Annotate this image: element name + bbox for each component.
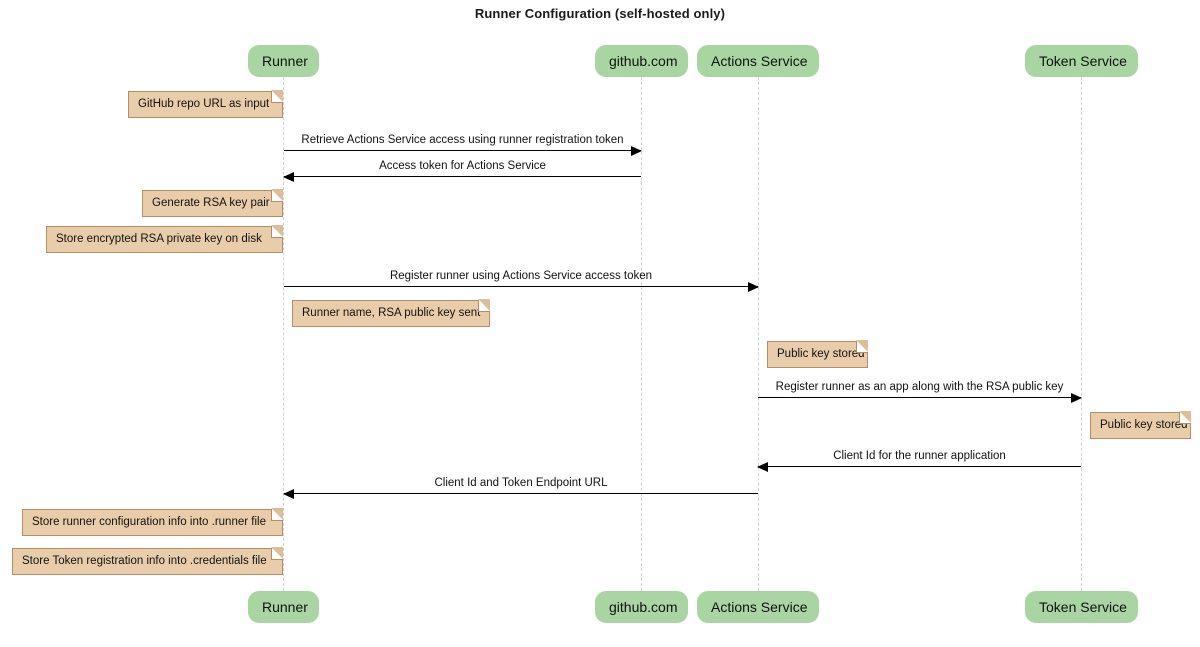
note-generate-rsa-key-pair: Generate RSA key pair: [142, 189, 283, 217]
note-github-repo-url: GitHub repo URL as input: [128, 90, 283, 118]
note-label: Runner name, RSA public key sent: [302, 307, 481, 319]
arrowhead-right-icon: [631, 146, 642, 156]
message-label-client-id-for-runner-application: Client Id for the runner application: [833, 450, 1006, 462]
note-fold-icon: [271, 189, 283, 202]
participant-token-service-bottom[interactable]: Token Service: [1025, 591, 1138, 623]
message-arrow-client-id-for-runner-application: [757, 462, 1081, 472]
message-arrow-register-runner: [284, 282, 759, 292]
note-runner-name-rsa-public-key-sent: Runner name, RSA public key sent: [292, 299, 490, 327]
arrowhead-left-icon: [283, 489, 294, 499]
lifeline-runner: [283, 77, 284, 591]
message-label-client-id-and-token-endpoint-url: Client Id and Token Endpoint URL: [434, 477, 608, 489]
participant-github-bottom[interactable]: github.com: [595, 591, 688, 623]
participant-github-top[interactable]: github.com: [595, 45, 688, 77]
note-label: Store runner configuration info into .ru…: [32, 516, 266, 528]
message-label-access-token-for-actions-service: Access token for Actions Service: [379, 160, 546, 172]
participant-token-service-top[interactable]: Token Service: [1025, 45, 1138, 77]
message-arrow-retrieve-actions-service-access: [284, 146, 642, 156]
note-store-runner-configuration: Store runner configuration info into .ru…: [22, 508, 283, 536]
arrowhead-right-icon: [748, 282, 759, 292]
message-label-retrieve-actions-service-access: Retrieve Actions Service access using ru…: [301, 134, 624, 146]
message-label-register-runner-as-app: Register runner as an app along with the…: [775, 381, 1064, 393]
lifeline-actions-service: [758, 77, 759, 591]
note-label: GitHub repo URL as input: [138, 98, 270, 110]
participant-actions-service-top[interactable]: Actions Service: [697, 45, 819, 77]
message-arrow-client-id-and-token-endpoint-url: [283, 489, 758, 499]
note-fold-icon: [271, 225, 283, 238]
note-fold-icon: [271, 508, 283, 521]
note-store-token-registration: Store Token registration info into .cred…: [12, 547, 283, 575]
diagram-title: Runner Configuration (self-hosted only): [474, 6, 726, 21]
participant-runner-top[interactable]: Runner: [248, 45, 319, 77]
note-label: Store Token registration info into .cred…: [22, 555, 267, 567]
lifeline-github: [641, 77, 642, 591]
arrowhead-right-icon: [1071, 393, 1082, 403]
participant-runner-bottom[interactable]: Runner: [248, 591, 319, 623]
message-label-register-runner: Register runner using Actions Service ac…: [389, 270, 653, 282]
note-label: Generate RSA key pair: [152, 197, 270, 209]
message-arrow-access-token-for-actions-service: [283, 172, 641, 182]
note-fold-icon: [1179, 411, 1191, 424]
note-public-key-stored-token: Public key stored: [1090, 411, 1191, 439]
note-public-key-stored-actions: Public key stored: [767, 340, 868, 368]
note-fold-icon: [271, 90, 283, 103]
note-label: Store encrypted RSA private key on disk: [56, 233, 262, 245]
note-fold-icon: [271, 547, 283, 560]
message-arrow-register-runner-as-app: [758, 393, 1082, 403]
arrowhead-left-icon: [757, 462, 768, 472]
note-store-encrypted-rsa-private-key: Store encrypted RSA private key on disk: [46, 225, 283, 253]
note-fold-icon: [856, 340, 868, 353]
note-fold-icon: [478, 299, 490, 312]
note-label: Public key stored: [777, 348, 865, 360]
lifeline-token-service: [1081, 77, 1082, 591]
arrowhead-left-icon: [283, 172, 294, 182]
participant-actions-service-bottom[interactable]: Actions Service: [697, 591, 819, 623]
note-label: Public key stored: [1100, 419, 1188, 431]
